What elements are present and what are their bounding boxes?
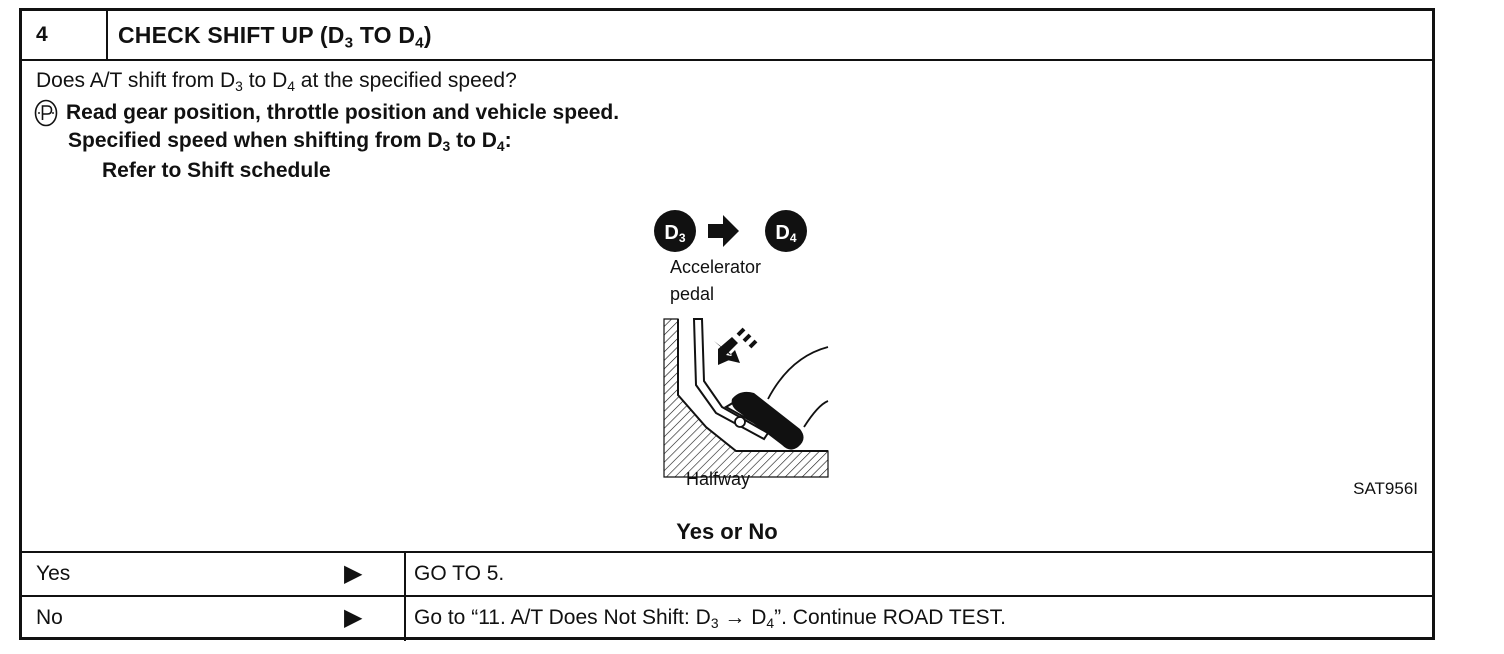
accelerator-label: Accelerator bbox=[670, 257, 762, 277]
check-question: Does A/T shift from D3 to D4 at the spec… bbox=[36, 69, 517, 95]
press-down-arrow-icon bbox=[714, 327, 758, 365]
gear-d4-badge: D4 bbox=[765, 210, 807, 252]
halfway-label: Halfway bbox=[686, 469, 751, 489]
answer-result: Go to “11. A/T Does Not Shift: D3 → D4”.… bbox=[414, 606, 1007, 632]
instruction-line-3: Refer to Shift schedule bbox=[102, 159, 331, 182]
shift-arrow-icon bbox=[708, 215, 739, 247]
answer-result: GO TO 5. bbox=[414, 562, 505, 585]
shoe-sole bbox=[731, 391, 804, 450]
procedure-table: 4 CHECK SHIFT UP (D3 TO D4) Does A/T shi… bbox=[19, 8, 1435, 641]
column-divider bbox=[404, 597, 406, 641]
pedal-label: pedal bbox=[670, 284, 715, 304]
pedal-illustration: D3 D4 bbox=[654, 210, 829, 478]
svg-text:D4: D4 bbox=[775, 222, 796, 245]
step-header: 4 CHECK SHIFT UP (D3 TO D4) bbox=[22, 11, 1432, 61]
column-divider bbox=[404, 553, 406, 597]
accelerator-pedal-figure: D3 D4 bbox=[622, 207, 852, 507]
answer-label: No bbox=[36, 606, 63, 629]
svg-text:D3: D3 bbox=[664, 222, 685, 245]
yes-or-no-prompt: Yes or No bbox=[676, 519, 778, 544]
figure-code: SAT956I bbox=[1353, 479, 1418, 498]
answer-row-yes: Yes ▶ GO TO 5. bbox=[22, 551, 1432, 597]
gear-d3-badge: D3 bbox=[654, 210, 696, 252]
step-title: CHECK SHIFT UP (D3 TO D4) bbox=[118, 22, 432, 52]
step-number: 4 bbox=[22, 11, 108, 59]
instruction-line-2: Specified speed when shifting from D3 to… bbox=[68, 129, 512, 155]
instruction-line-1: Read gear position, throttle position an… bbox=[34, 99, 619, 127]
answer-row-no: No ▶ Go to “11. A/T Does Not Shift: D3 →… bbox=[22, 595, 1432, 641]
answer-label: Yes bbox=[36, 562, 71, 585]
play-arrow-icon: ▶ bbox=[344, 604, 363, 631]
play-arrow-icon: ▶ bbox=[344, 560, 363, 587]
park-position-icon bbox=[34, 99, 58, 127]
